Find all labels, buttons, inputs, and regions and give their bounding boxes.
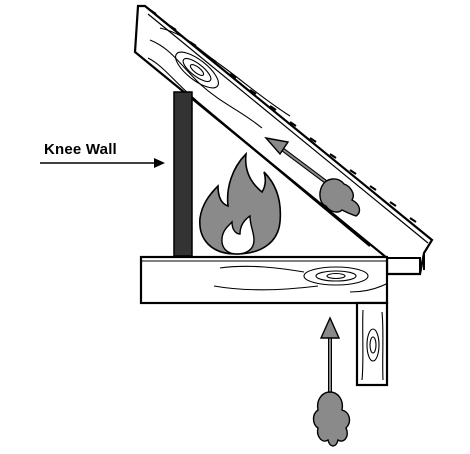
wall-stud — [355, 301, 389, 387]
heat-arrow-icon — [264, 136, 361, 217]
fire-icon — [199, 151, 282, 255]
label-arrow — [40, 158, 165, 168]
floor-joist — [139, 255, 389, 305]
knee-wall-label: Knee Wall — [44, 141, 117, 158]
heat-arrow-icon — [312, 316, 351, 447]
knee-wall — [173, 91, 193, 257]
